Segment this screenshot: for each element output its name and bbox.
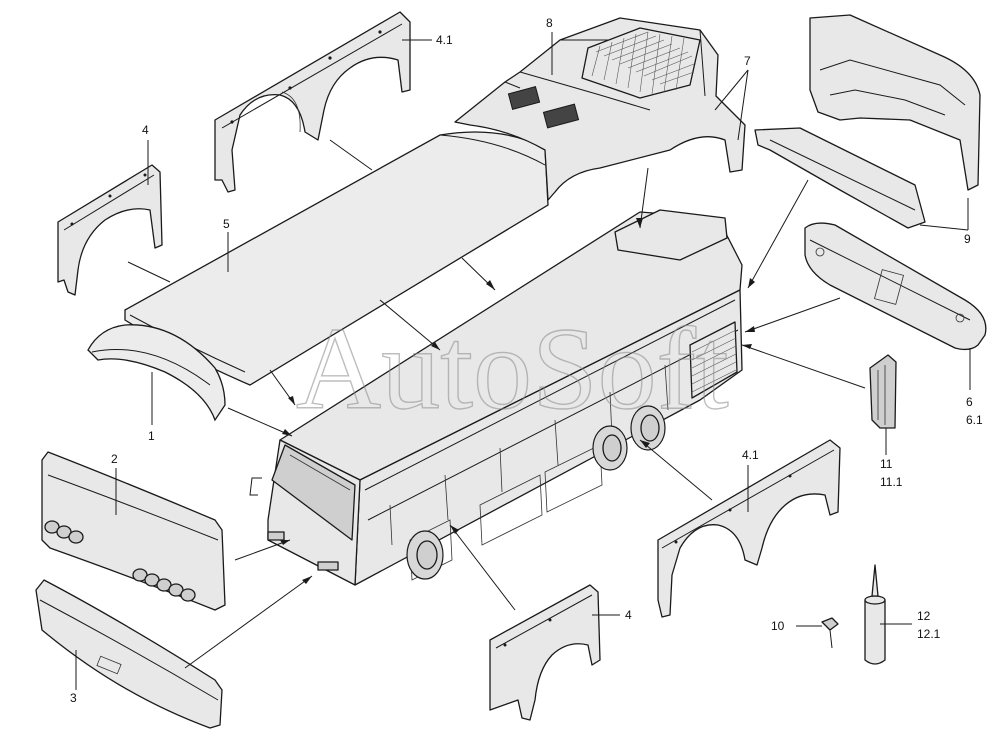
part-4-upper-wheel-arch bbox=[57, 164, 163, 296]
callout-5: 5 bbox=[223, 217, 230, 231]
callout-11: 11 bbox=[880, 457, 893, 471]
callout-4-1-upper: 4.1 bbox=[436, 33, 453, 47]
callout-11-1: 11.1 bbox=[880, 475, 903, 489]
part-8-roof-ac-unit bbox=[454, 17, 746, 201]
callout-12: 12 bbox=[917, 609, 931, 623]
callout-1: 1 bbox=[148, 429, 155, 443]
part-1-front-roof-cap bbox=[87, 324, 226, 422]
part-4-1-upper-wheel-arch bbox=[214, 11, 411, 193]
rear-engine-grille bbox=[689, 321, 738, 399]
callout-8: 8 bbox=[546, 16, 553, 30]
arrowheads bbox=[280, 218, 755, 584]
part-4-lower-wheel-arch bbox=[489, 584, 601, 721]
part-9-rear-upper-panel bbox=[754, 14, 981, 229]
callout-4-1-lower: 4.1 bbox=[742, 448, 759, 462]
leader-lines bbox=[75, 32, 971, 690]
part-2-front-panel bbox=[41, 451, 226, 611]
callout-4-upper: 4 bbox=[142, 123, 149, 137]
callout-10: 10 bbox=[771, 619, 785, 633]
part-12-sealant-tube bbox=[864, 564, 886, 665]
callout-4-lower: 4 bbox=[625, 608, 632, 622]
rear-wheel-1 bbox=[592, 425, 628, 471]
part-11-trim-strip bbox=[869, 354, 897, 429]
front-wheel bbox=[406, 530, 444, 580]
watermark: AutoSoft bbox=[296, 303, 729, 434]
callout-9: 9 bbox=[964, 232, 971, 246]
bus-body bbox=[249, 209, 743, 586]
rear-wheel-2 bbox=[630, 405, 666, 451]
callout-6: 6 bbox=[966, 395, 973, 409]
callout-6-1: 6.1 bbox=[966, 413, 983, 427]
callout-labels: 4.1 4 5 1 8 7 9 6 6.1 11 11.1 2 3 4.1 4 … bbox=[70, 16, 983, 705]
callout-3: 3 bbox=[70, 691, 77, 705]
headlight-cluster-left bbox=[44, 520, 84, 544]
callout-2: 2 bbox=[111, 452, 118, 466]
part-3-front-bumper bbox=[35, 579, 223, 729]
part-10-clip bbox=[821, 617, 839, 649]
callout-12-1: 12.1 bbox=[917, 627, 941, 641]
part-4-1-lower-wheel-arch bbox=[657, 439, 841, 618]
headlight-cluster-right bbox=[132, 568, 196, 602]
part-6-rear-corner-panel bbox=[804, 222, 987, 351]
ac-grille bbox=[581, 27, 701, 99]
callout-7: 7 bbox=[744, 54, 751, 68]
